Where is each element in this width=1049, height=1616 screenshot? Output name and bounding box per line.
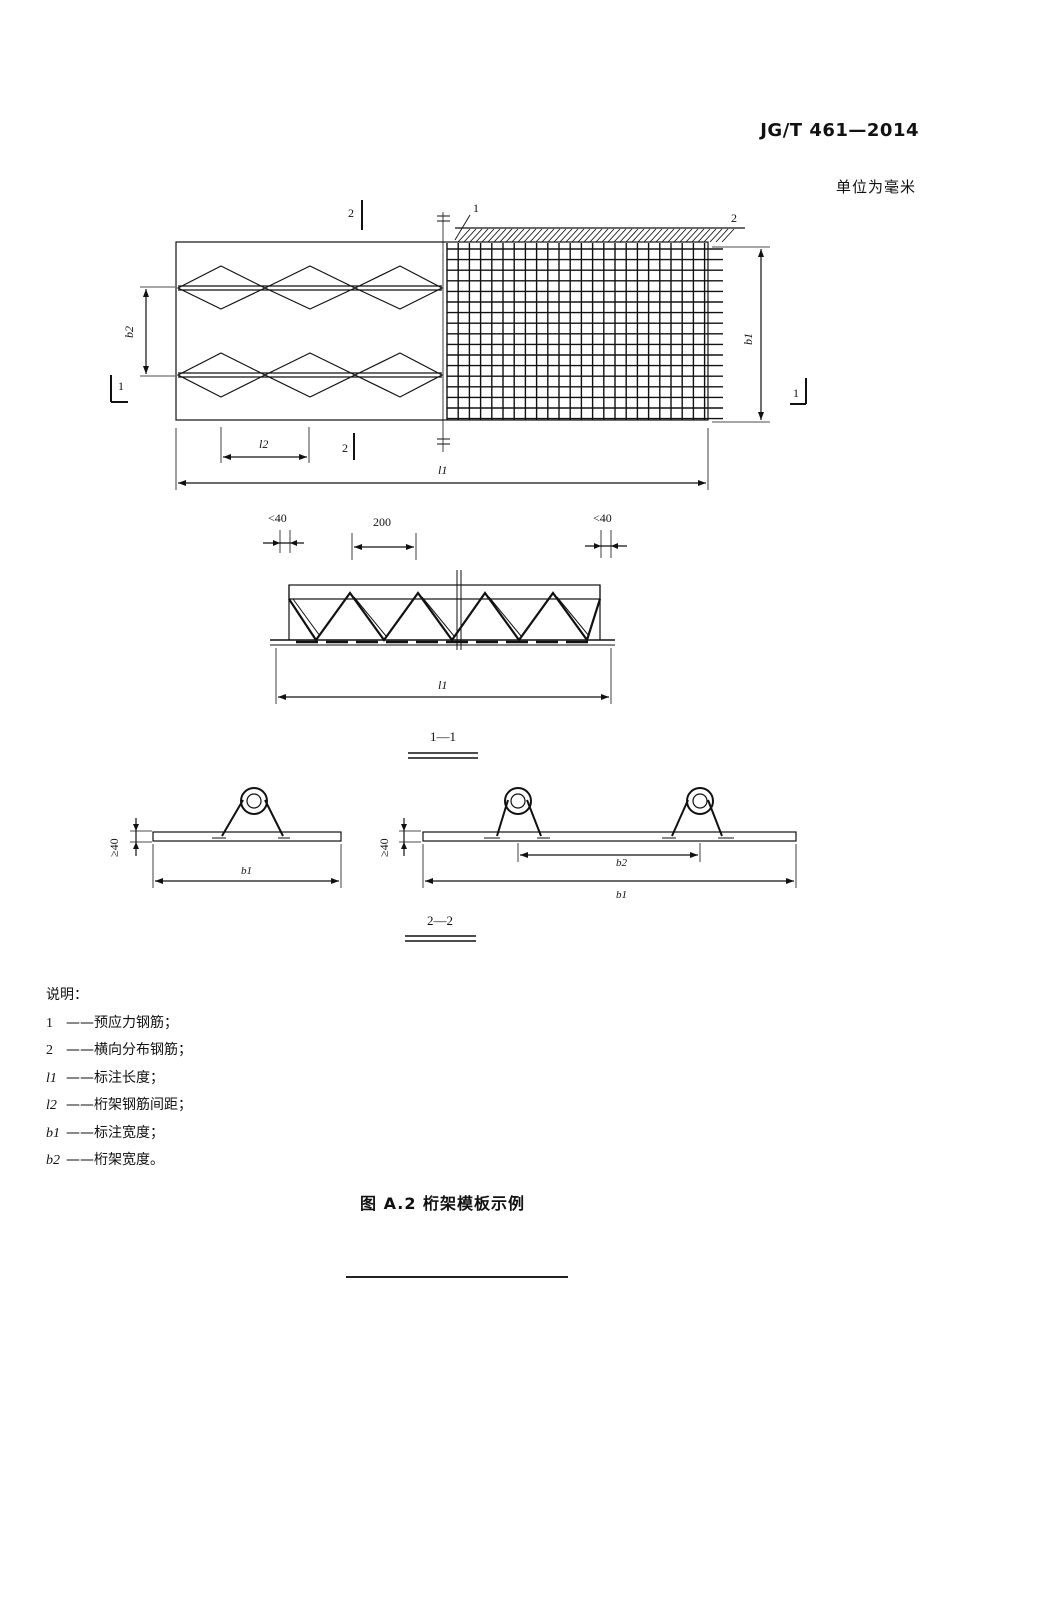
figure-caption: 图 A.2 桁架模板示例: [360, 1194, 526, 1213]
legend-item: b1——标注宽度；: [46, 1124, 164, 1141]
dim-lt40-left: <40: [268, 511, 287, 525]
reinforcement-mesh: [446, 243, 723, 420]
legend: 说明： 1——预应力钢筋； 2——横向分布钢筋； l1——标注长度； l2——桁…: [46, 982, 192, 1175]
label-2-right: 2: [731, 211, 737, 225]
dim-l1-plan: l1: [438, 463, 447, 477]
dim-b2-plan: b2: [122, 326, 136, 338]
legend-item: 1——预应力钢筋；: [46, 1014, 178, 1031]
label-1-top: 1: [473, 201, 479, 215]
unit-note: 单位为毫米: [835, 178, 916, 196]
hatching: [457, 228, 735, 243]
plan-view: 2 1 2 2 1 1 b2 b1 l2: [110, 200, 807, 490]
dim-l1-section: l1: [438, 678, 447, 692]
truss-upper-diamonds: [176, 265, 444, 310]
section-2-2: ≥40 b1 ≥40 b2 b1 2—2: [107, 787, 797, 942]
section-1-1: <40 200 <40 l1 1—1: [263, 511, 627, 759]
legend-item: l2——桁架钢筋间距；: [46, 1097, 192, 1113]
standard-code: JG/T 461—2014: [760, 120, 919, 141]
end-rule: [346, 1276, 568, 1278]
section-mark-2-top: 2: [348, 206, 354, 220]
dim-ge40-left: ≥40: [107, 838, 121, 857]
legend-item: 2——横向分布钢筋；: [46, 1042, 192, 1058]
dim-b2-right: b2: [616, 857, 628, 869]
dim-b1-left: b1: [241, 865, 252, 877]
section-1-1-title: 1—1: [430, 729, 456, 744]
legend-item: b2——桁架宽度。: [46, 1152, 164, 1168]
section-mark-1-right: 1: [793, 386, 799, 400]
dim-ge40-right: ≥40: [377, 838, 391, 857]
section-mark-1-left: 1: [118, 379, 124, 393]
legend-item: l1——标注长度；: [46, 1069, 164, 1086]
legend-title: 说明：: [46, 987, 88, 1003]
dim-200: 200: [373, 515, 391, 529]
slab-right: [422, 831, 797, 842]
dim-b1-right: b1: [616, 889, 627, 901]
truss-lower-diamonds: [176, 352, 444, 398]
slab-outline: [175, 241, 709, 421]
slab-left: [152, 831, 342, 842]
technical-drawing: 2 1 2 2 1 1 b2 b1 l2: [107, 200, 807, 942]
dim-b1-plan: b1: [741, 333, 755, 345]
truss-web: [288, 591, 602, 643]
section-2-2-title: 2—2: [427, 913, 453, 928]
section-mark-2-bottom: 2: [342, 441, 348, 455]
dim-lt40-right: <40: [593, 511, 612, 525]
dim-l2-plan: l2: [259, 437, 268, 451]
